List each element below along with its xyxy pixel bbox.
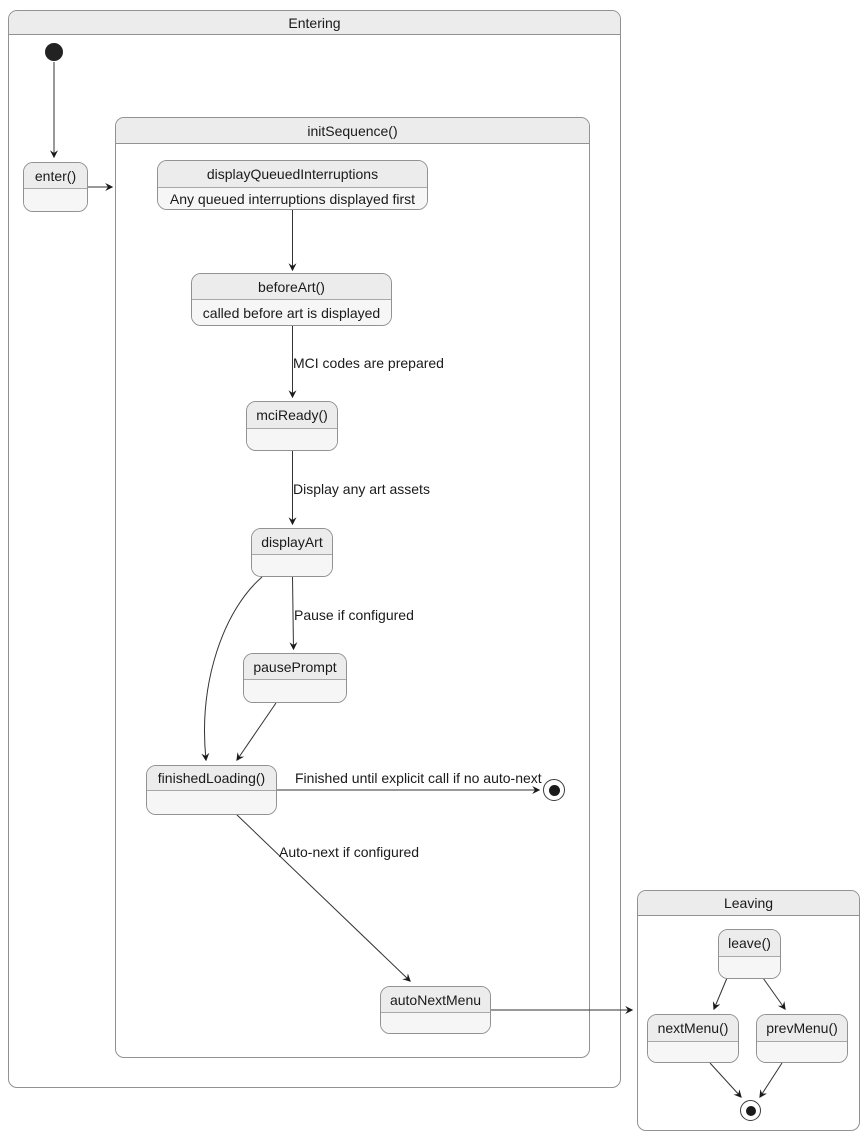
container-init-sequence-header: initSequence() [116, 118, 589, 144]
state-mci-ready-body [247, 429, 337, 450]
state-leave: leave() [718, 929, 781, 979]
state-mci-ready-label: mciReady() [247, 402, 337, 429]
state-auto-next-menu-body [381, 1013, 490, 1033]
initial-state-node [45, 43, 63, 61]
state-before-art-description: called before art is displayed [192, 300, 391, 325]
final-state-node-leaving [740, 1100, 761, 1121]
state-pause-prompt-body [244, 680, 346, 702]
state-enter-label: enter() [24, 163, 87, 189]
edge-label-pause-if-configured: Pause if configured [294, 607, 414, 623]
state-next-menu-label: nextMenu() [648, 1015, 738, 1042]
container-entering-header: Entering [9, 11, 620, 35]
container-leaving: Leaving [637, 890, 860, 1131]
state-display-art-label: displayArt [252, 529, 332, 555]
edge-label-auto-next: Auto-next if configured [279, 844, 420, 860]
state-display-art: displayArt [251, 528, 333, 577]
container-init-sequence: initSequence() [115, 117, 590, 1058]
state-display-queued-interruptions-description: Any queued interruptions displayed first [158, 188, 427, 209]
edge-label-finished-until: Finished until explicit call if no auto-… [295, 770, 542, 786]
state-mci-ready: mciReady() [246, 401, 338, 451]
state-display-queued-interruptions-label: displayQueuedInterruptions [158, 161, 427, 188]
state-display-queued-interruptions: displayQueuedInterruptions Any queued in… [157, 160, 428, 210]
container-init-sequence-title: initSequence() [307, 122, 398, 139]
state-before-art-label: beforeArt() [192, 274, 391, 300]
container-leaving-title: Leaving [723, 895, 774, 911]
edge-label-mci-prepared: MCI codes are prepared [293, 355, 444, 371]
state-leave-body [719, 957, 780, 978]
final-state-inner-dot [745, 1105, 756, 1116]
container-entering: Entering [8, 10, 621, 1088]
state-enter-body [24, 189, 87, 211]
state-enter: enter() [23, 162, 88, 212]
state-auto-next-menu-label: autoNextMenu [381, 987, 490, 1013]
final-state-inner-dot [548, 784, 560, 796]
state-pause-prompt-label: pausePrompt [244, 654, 346, 680]
state-prev-menu: prevMenu() [756, 1014, 848, 1063]
state-finished-loading-body [147, 791, 276, 814]
state-next-menu-body [648, 1042, 738, 1062]
state-auto-next-menu: autoNextMenu [380, 986, 491, 1034]
state-prev-menu-body [757, 1042, 847, 1062]
state-finished-loading: finishedLoading() [146, 765, 277, 815]
state-pause-prompt: pausePrompt [243, 653, 347, 703]
container-leaving-header: Leaving [638, 891, 859, 916]
state-before-art: beforeArt() called before art is display… [191, 273, 392, 326]
state-display-art-body [252, 555, 332, 576]
container-entering-title: Entering [288, 14, 341, 31]
final-state-node-init-sequence [543, 779, 565, 801]
edge-label-display-art-assets: Display any art assets [293, 481, 430, 497]
state-prev-menu-label: prevMenu() [757, 1015, 847, 1042]
state-finished-loading-label: finishedLoading() [147, 766, 276, 791]
state-next-menu: nextMenu() [647, 1014, 739, 1063]
state-leave-label: leave() [719, 930, 780, 957]
